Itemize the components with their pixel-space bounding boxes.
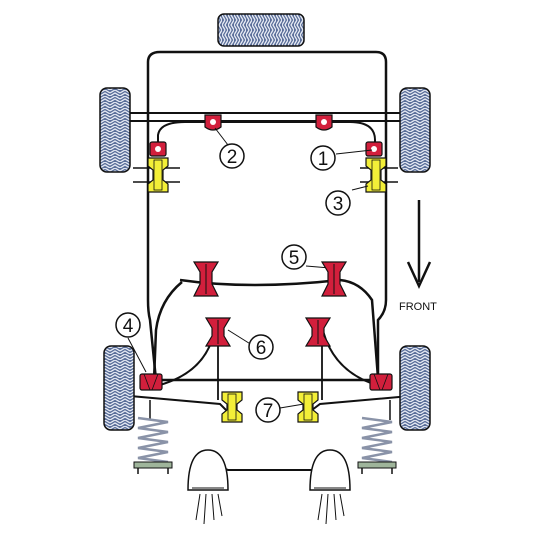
rear-big-bush-left-icon [192,261,220,297]
rear-big-bush-right-icon [320,261,348,297]
front-right-tyre-icon [399,87,431,173]
svg-text:5: 5 [289,248,300,269]
callout-6: 6 [248,334,274,360]
callout-5: 5 [281,244,307,270]
rear-right-tyre-icon [399,345,431,431]
rear-right-coil-spring-icon [357,416,397,474]
callout-4: 4 [115,312,141,338]
svg-text:4: 4 [123,316,134,337]
svg-text:6: 6 [256,338,267,359]
rear-axle-left [129,395,227,411]
front-arb-bush-right [315,114,333,131]
svg-text:2: 2 [227,147,238,168]
front-yellow-bush-left-icon [133,157,180,193]
rear-axle-right [311,395,411,411]
front-anti-roll-bar [157,121,376,150]
front-left-tyre-icon [99,87,131,173]
spare-tyre-icon [217,13,305,47]
rear-left-shock-absorber-icon [187,449,229,525]
front-label: FRONT [399,301,437,313]
rear-arm-bush-left-icon [204,317,232,347]
rear-yellow-bush-left-icon [221,391,243,423]
callout-7: 7 [255,397,281,423]
rear-panhard-rod [179,278,380,379]
svg-text:3: 3 [333,194,344,215]
rear-axle-bush-left-icon [139,373,163,391]
front-direction-arrow-icon [406,200,432,290]
front-droplink-bush-left [149,141,167,157]
rear-right-shock-absorber-icon [309,449,351,525]
svg-text:1: 1 [318,149,329,170]
callout-3: 3 [325,190,351,216]
front-droplink-bush-right [365,141,383,157]
rear-yellow-bush-right-icon [297,391,319,423]
callout-1: 1 [310,145,336,171]
callout-2: 2 [219,143,245,169]
rear-trailing-arm-left-upper [152,281,183,381]
rear-left-coil-spring-icon [133,416,173,474]
svg-text:7: 7 [263,401,274,422]
rear-cross-member [149,400,391,420]
front-axle [112,112,420,122]
rear-axle-bush-right-icon [369,373,393,391]
rear-arm-bush-right-icon [304,317,332,347]
rear-trailing-arm-left-lower [155,327,217,387]
leader-lines [127,127,373,409]
rear-left-tyre-icon [103,345,135,431]
chassis-frame [146,50,388,382]
front-yellow-bush-right-icon [360,157,398,193]
front-arb-bush-left [204,114,222,131]
